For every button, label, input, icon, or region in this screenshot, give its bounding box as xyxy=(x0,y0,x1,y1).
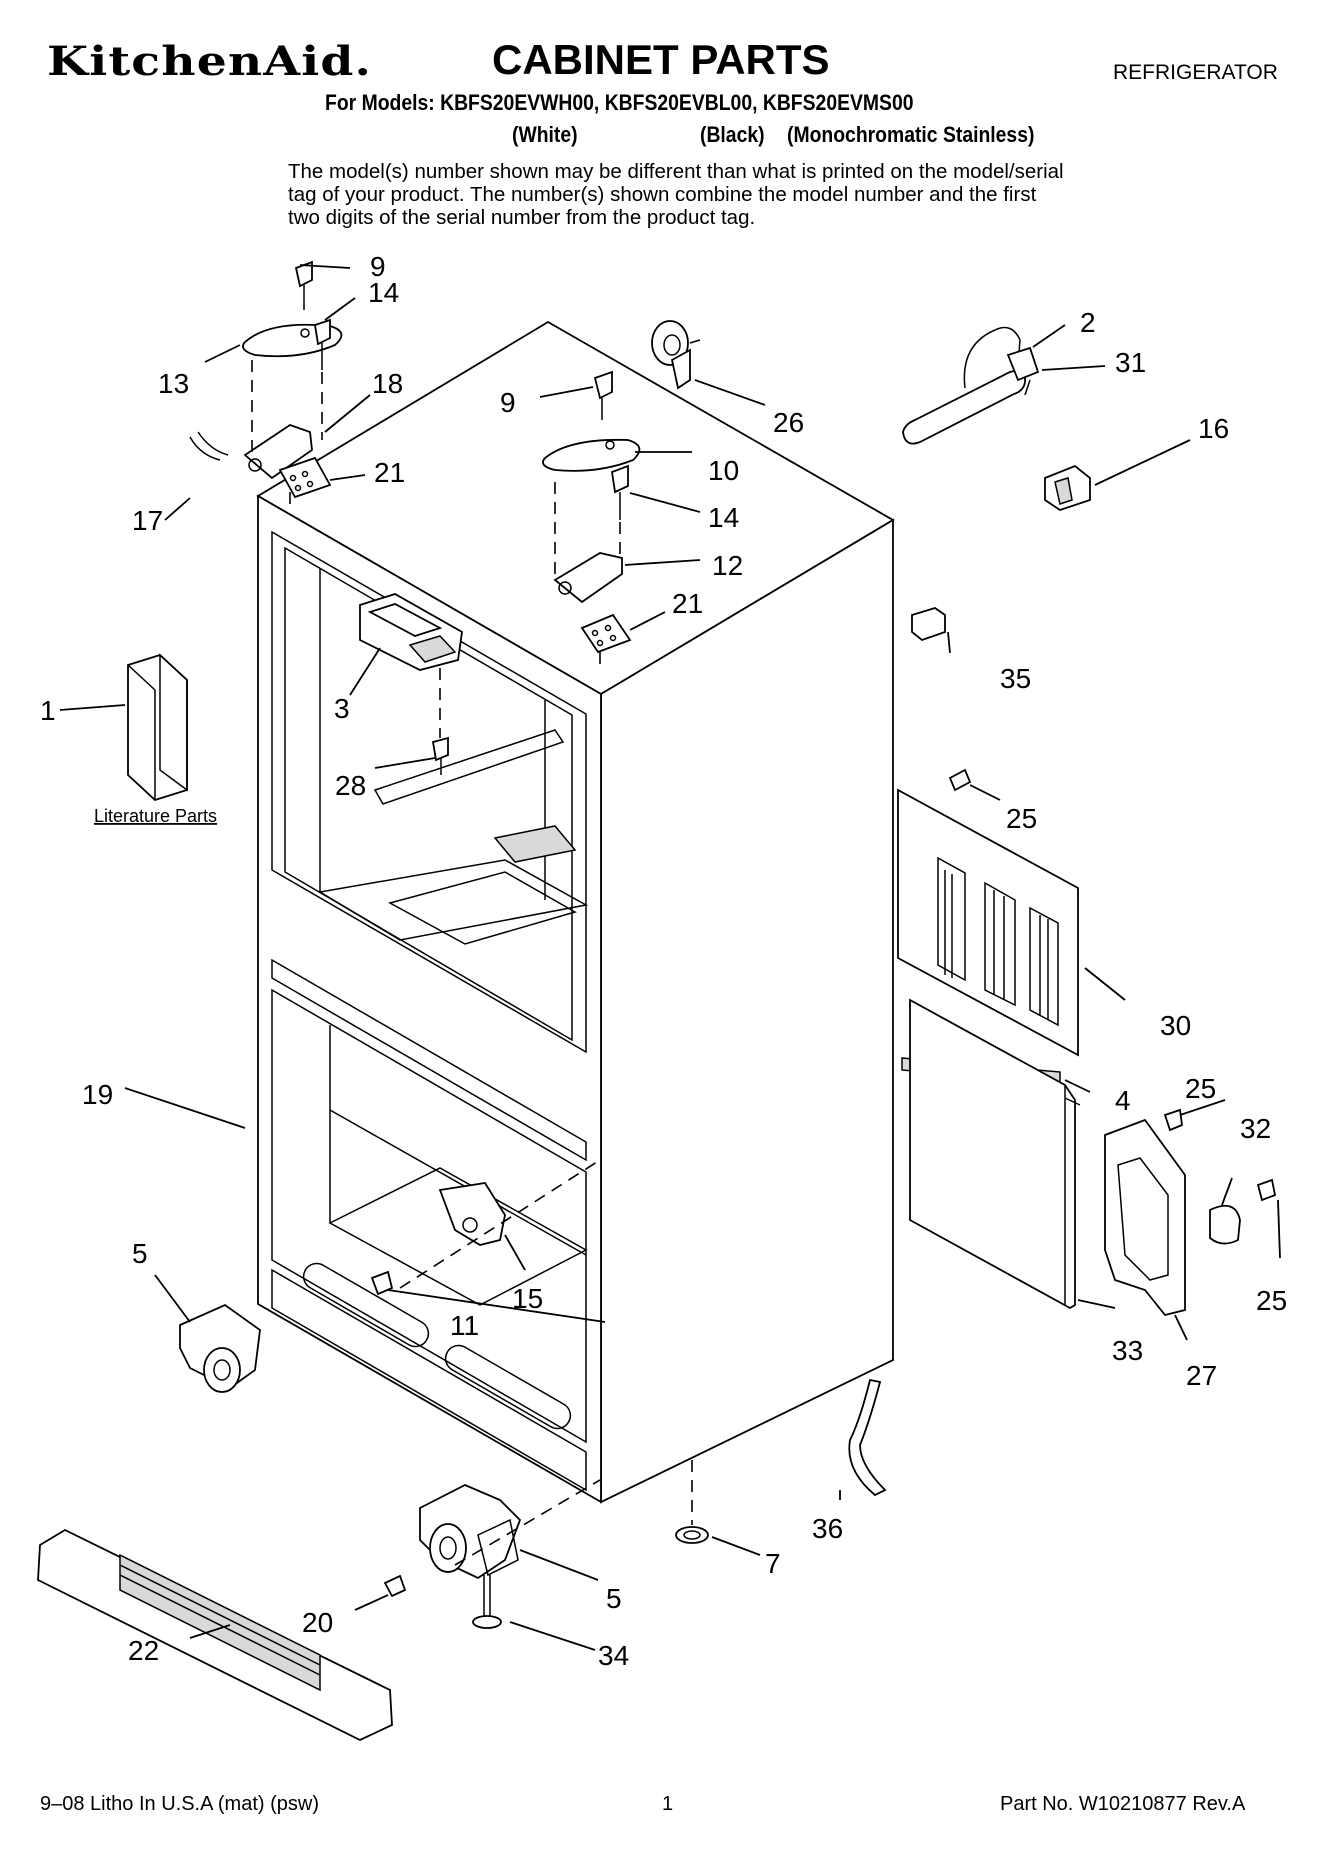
literature-parts: Literature Parts xyxy=(94,653,217,826)
toe-grille xyxy=(37,1528,393,1741)
callout-25-lower: 25 xyxy=(1256,1285,1287,1316)
callout-numbers: 1 2 3 4 5 5 7 9 9 10 11 12 13 14 14 15 1… xyxy=(40,251,1287,1671)
variant-monochromatic: (Monochromatic Stainless) xyxy=(787,122,1035,147)
callout-13: 13 xyxy=(158,368,189,399)
water-tube xyxy=(902,326,1040,445)
cabinet xyxy=(256,320,895,1504)
callout-7: 7 xyxy=(765,1548,781,1579)
callout-18: 18 xyxy=(372,368,403,399)
callout-11: 11 xyxy=(450,1310,479,1341)
callout-14-left: 14 xyxy=(368,277,399,308)
callout-30: 30 xyxy=(1160,1010,1191,1041)
right-top-hinge xyxy=(542,370,641,672)
callout-19: 19 xyxy=(82,1079,113,1110)
literature-parts-label: Literature Parts xyxy=(94,806,217,826)
footer-page-number: 1 xyxy=(662,1793,674,1815)
screw-11 xyxy=(370,1270,394,1296)
brand-logo: KitchenAid. xyxy=(47,38,373,85)
models-line: For Models: KBFS20EVWH00, KBFS20EVBL00, … xyxy=(325,90,914,115)
callout-4: 4 xyxy=(1115,1085,1131,1116)
callout-36: 36 xyxy=(812,1513,843,1544)
cap-35 xyxy=(911,607,946,642)
screw-20 xyxy=(383,1574,407,1598)
callout-25-mid: 25 xyxy=(1185,1073,1216,1104)
callout-32: 32 xyxy=(1240,1113,1271,1144)
callout-15: 15 xyxy=(512,1283,543,1314)
drain-grommet xyxy=(675,1460,709,1544)
callout-27: 27 xyxy=(1186,1360,1217,1391)
callout-3: 3 xyxy=(334,693,350,724)
callout-9-left: 9 xyxy=(370,251,386,282)
callout-17: 17 xyxy=(132,505,163,536)
callout-21-right: 21 xyxy=(672,588,703,619)
callout-16: 16 xyxy=(1198,413,1229,444)
callout-25-upper: 25 xyxy=(1006,803,1037,834)
callout-20: 20 xyxy=(302,1607,333,1638)
rear-cover xyxy=(897,788,1081,1310)
footer-litho: 9–08 Litho In U.S.A (mat) (psw) xyxy=(40,1793,320,1815)
callout-14-right: 14 xyxy=(708,502,739,533)
leader-lines xyxy=(59,264,1281,1651)
page-title: CABINET PARTS xyxy=(492,36,830,83)
front-caster xyxy=(179,1303,261,1393)
callout-34: 34 xyxy=(598,1640,629,1671)
callout-9-right: 9 xyxy=(500,387,516,418)
callout-5-front: 5 xyxy=(132,1238,148,1269)
leveling-leg xyxy=(472,1575,502,1629)
clip-16 xyxy=(1044,464,1091,511)
callout-22: 22 xyxy=(128,1635,159,1666)
callout-12: 12 xyxy=(712,550,743,581)
callout-1: 1 xyxy=(40,695,56,726)
bracket-27 xyxy=(948,768,1277,1317)
callout-5-rear: 5 xyxy=(606,1583,622,1614)
door-closer xyxy=(651,320,701,390)
callout-33: 33 xyxy=(1112,1335,1143,1366)
left-top-hinge xyxy=(189,260,343,505)
variant-white: (White) xyxy=(512,122,578,147)
footer-part-number: Part No. W10210877 Rev.A xyxy=(1000,1793,1246,1815)
control-housing xyxy=(359,593,463,775)
model-number-note: The model(s) number shown may be differe… xyxy=(288,160,1064,229)
callout-35: 35 xyxy=(1000,663,1031,694)
center-hinge xyxy=(438,1182,506,1246)
callout-31: 31 xyxy=(1115,347,1146,378)
callout-28: 28 xyxy=(335,770,366,801)
drain-tube xyxy=(848,1378,887,1497)
callout-10: 10 xyxy=(708,455,739,486)
callout-2: 2 xyxy=(1080,307,1096,338)
appliance-type: REFRIGERATOR xyxy=(1113,61,1278,84)
rear-caster xyxy=(419,1484,522,1580)
variant-black: (Black) xyxy=(700,122,765,147)
callout-21-left: 21 xyxy=(374,457,405,488)
callout-26: 26 xyxy=(773,407,804,438)
